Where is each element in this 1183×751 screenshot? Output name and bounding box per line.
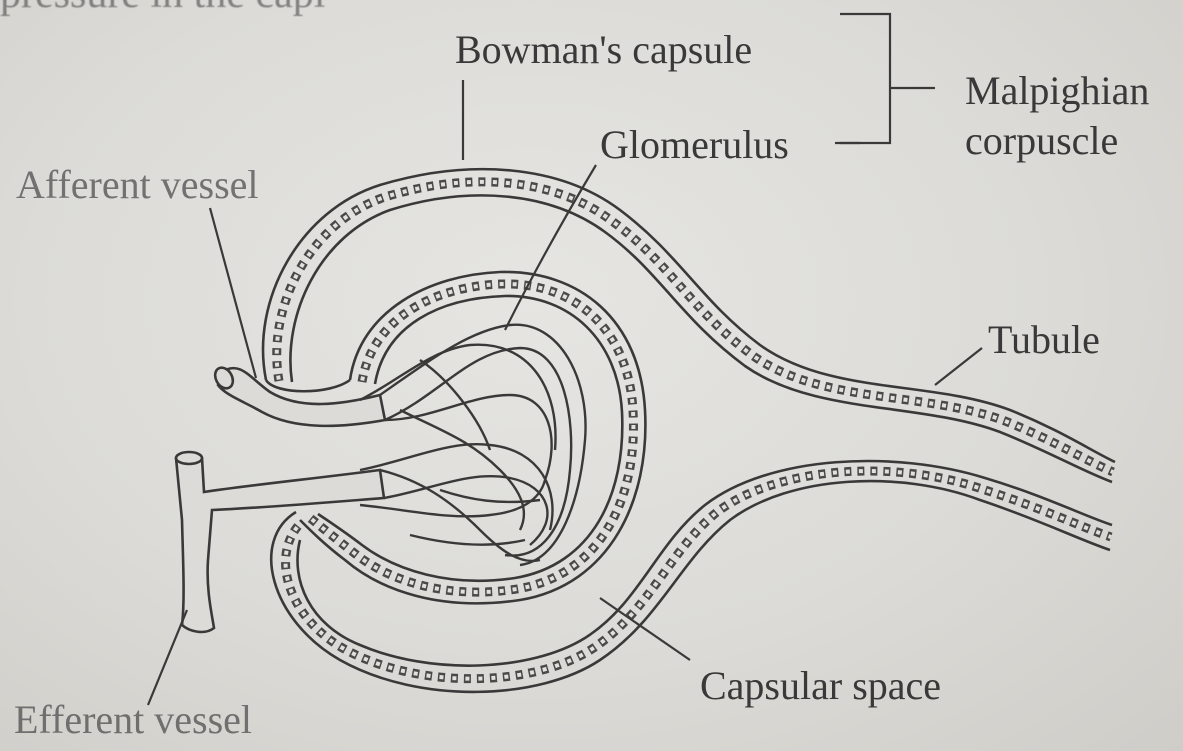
label-capsular-space: Capsular space	[700, 664, 941, 708]
malpighian-bracket	[840, 14, 890, 143]
afferent-vessel-shape	[212, 364, 385, 425]
label-tubule: Tubule	[988, 318, 1100, 362]
leader-lines	[148, 14, 982, 705]
label-malpighian-line2: corpuscle	[965, 116, 1149, 166]
partial-caption-text: pressure in the capi	[0, 0, 325, 16]
label-bowmans-capsule: Bowman's capsule	[455, 28, 752, 72]
leader-efferent-vessel	[148, 610, 187, 705]
label-malpighian-corpuscle: Malpighian corpuscle	[965, 66, 1149, 166]
label-malpighian-line1: Malpighian	[965, 66, 1149, 116]
label-glomerulus: Glomerulus	[600, 123, 789, 167]
label-afferent-vessel: Afferent vessel	[16, 163, 259, 207]
efferent-vessel-shape	[176, 452, 384, 632]
glomerular-capillaries	[360, 325, 586, 565]
leader-glomerulus	[505, 165, 596, 330]
label-efferent-vessel: Efferent vessel	[14, 698, 252, 742]
leader-afferent-vessel	[210, 208, 256, 378]
leader-tubule	[935, 348, 982, 385]
